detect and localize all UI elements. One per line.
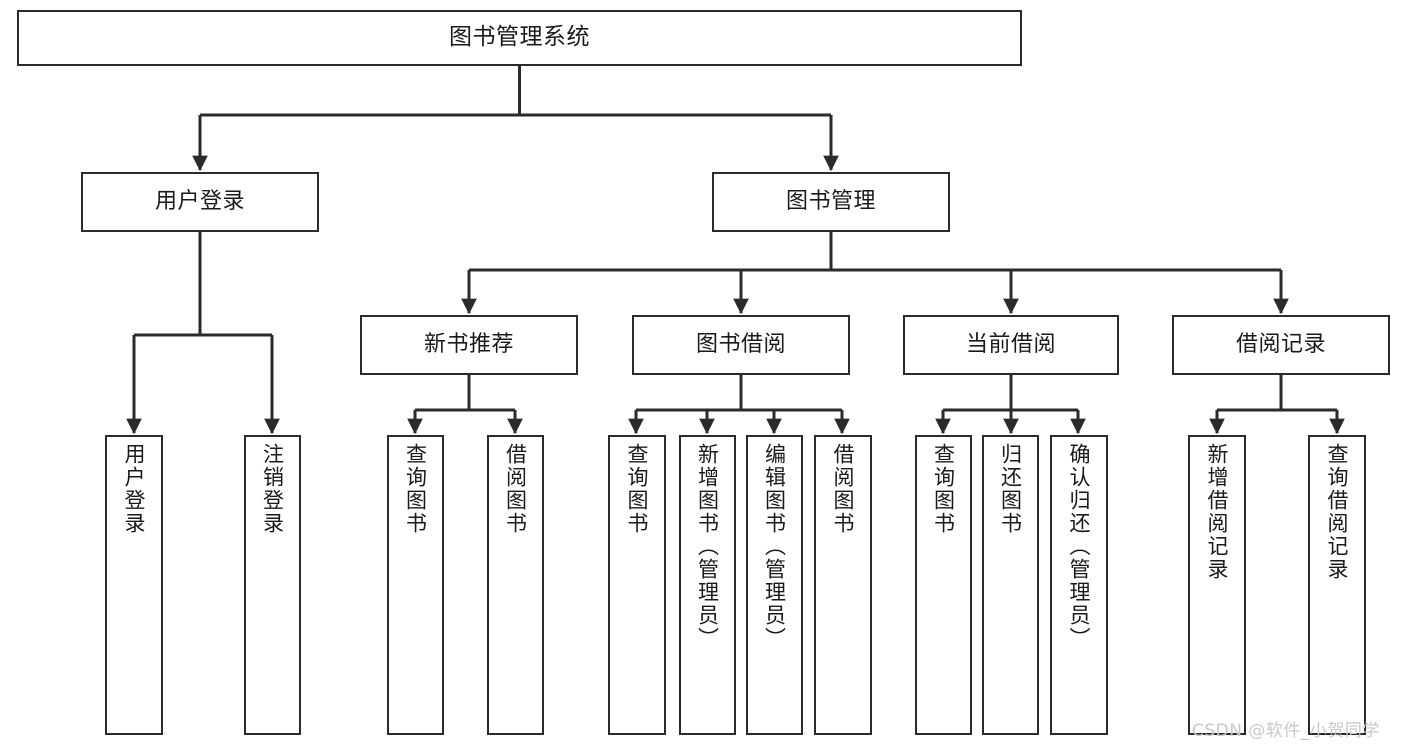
leaf-query-record-label: 查询借阅记录 [1325,443,1350,581]
node-new-book-rec-label: 新书推荐 [423,332,514,358]
node-root-label: 图书管理系统 [449,24,590,51]
node-book-borrow[interactable]: 图书借阅 [632,315,850,375]
leaf-user-login[interactable]: 用户登录 [105,435,163,735]
node-root[interactable]: 图书管理系统 [17,10,1022,66]
node-current-borrow-label: 当前借阅 [965,332,1056,358]
node-borrow-record[interactable]: 借阅记录 [1172,315,1390,375]
node-current-borrow[interactable]: 当前借阅 [903,315,1119,375]
node-user-login-label: 用户登录 [154,189,245,215]
leaf-borrow-book-1-label: 借阅图书 [503,443,528,535]
leaf-add-record-label: 新增借阅记录 [1205,443,1230,581]
leaf-logout[interactable]: 注销登录 [244,435,301,735]
node-book-manage-label: 图书管理 [785,189,876,215]
leaf-confirm-return[interactable]: 确认归还（管理员） [1050,435,1108,735]
leaf-edit-book[interactable]: 编辑图书（管理员） [746,435,803,735]
node-new-book-rec[interactable]: 新书推荐 [360,315,578,375]
leaf-add-record[interactable]: 新增借阅记录 [1188,435,1246,735]
leaf-query-record[interactable]: 查询借阅记录 [1308,435,1366,735]
leaf-query-book-1[interactable]: 查询图书 [387,435,444,735]
leaf-add-book-label: 新增图书（管理员） [695,443,720,650]
leaf-query-book-2-label: 查询图书 [625,443,650,535]
leaf-query-book-3-label: 查询图书 [931,443,956,535]
node-book-manage[interactable]: 图书管理 [712,172,950,232]
leaf-confirm-return-label: 确认归还（管理员） [1067,443,1092,650]
leaf-add-book[interactable]: 新增图书（管理员） [679,435,736,735]
node-borrow-record-label: 借阅记录 [1235,332,1326,358]
leaf-query-book-1-label: 查询图书 [403,443,428,535]
csdn-watermark: CSDN @软件_小贺同学 [1192,721,1380,741]
leaf-borrow-book-2-label: 借阅图书 [831,443,856,535]
leaf-borrow-book-1[interactable]: 借阅图书 [487,435,544,735]
leaf-edit-book-label: 编辑图书（管理员） [762,443,787,650]
leaf-return-book-label: 归还图书 [998,443,1023,535]
leaf-logout-label: 注销登录 [260,443,285,535]
leaf-query-book-3[interactable]: 查询图书 [915,435,972,735]
leaf-user-login-label: 用户登录 [122,443,147,535]
node-user-login[interactable]: 用户登录 [81,172,319,232]
leaf-query-book-2[interactable]: 查询图书 [608,435,666,735]
leaf-borrow-book-2[interactable]: 借阅图书 [814,435,872,735]
node-book-borrow-label: 图书借阅 [695,332,786,358]
leaf-return-book[interactable]: 归还图书 [982,435,1039,735]
